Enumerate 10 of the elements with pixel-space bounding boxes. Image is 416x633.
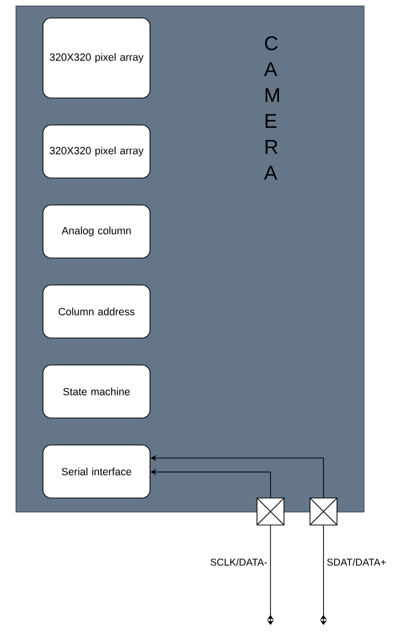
block-box: State machine bbox=[42, 364, 150, 418]
connector-pad bbox=[256, 498, 284, 526]
block-box: Column address bbox=[42, 284, 150, 338]
connector-pad bbox=[310, 498, 338, 526]
edge-label: SDAT/DATA+ bbox=[327, 558, 386, 566]
block-box: Serial interface bbox=[42, 444, 150, 498]
edge-label: SCLK/DATA- bbox=[210, 558, 267, 566]
block-box: 320X320 pixel array bbox=[42, 18, 150, 98]
block-box: Analog column bbox=[42, 204, 150, 258]
block-box: 320X320 pixel array bbox=[42, 124, 150, 178]
